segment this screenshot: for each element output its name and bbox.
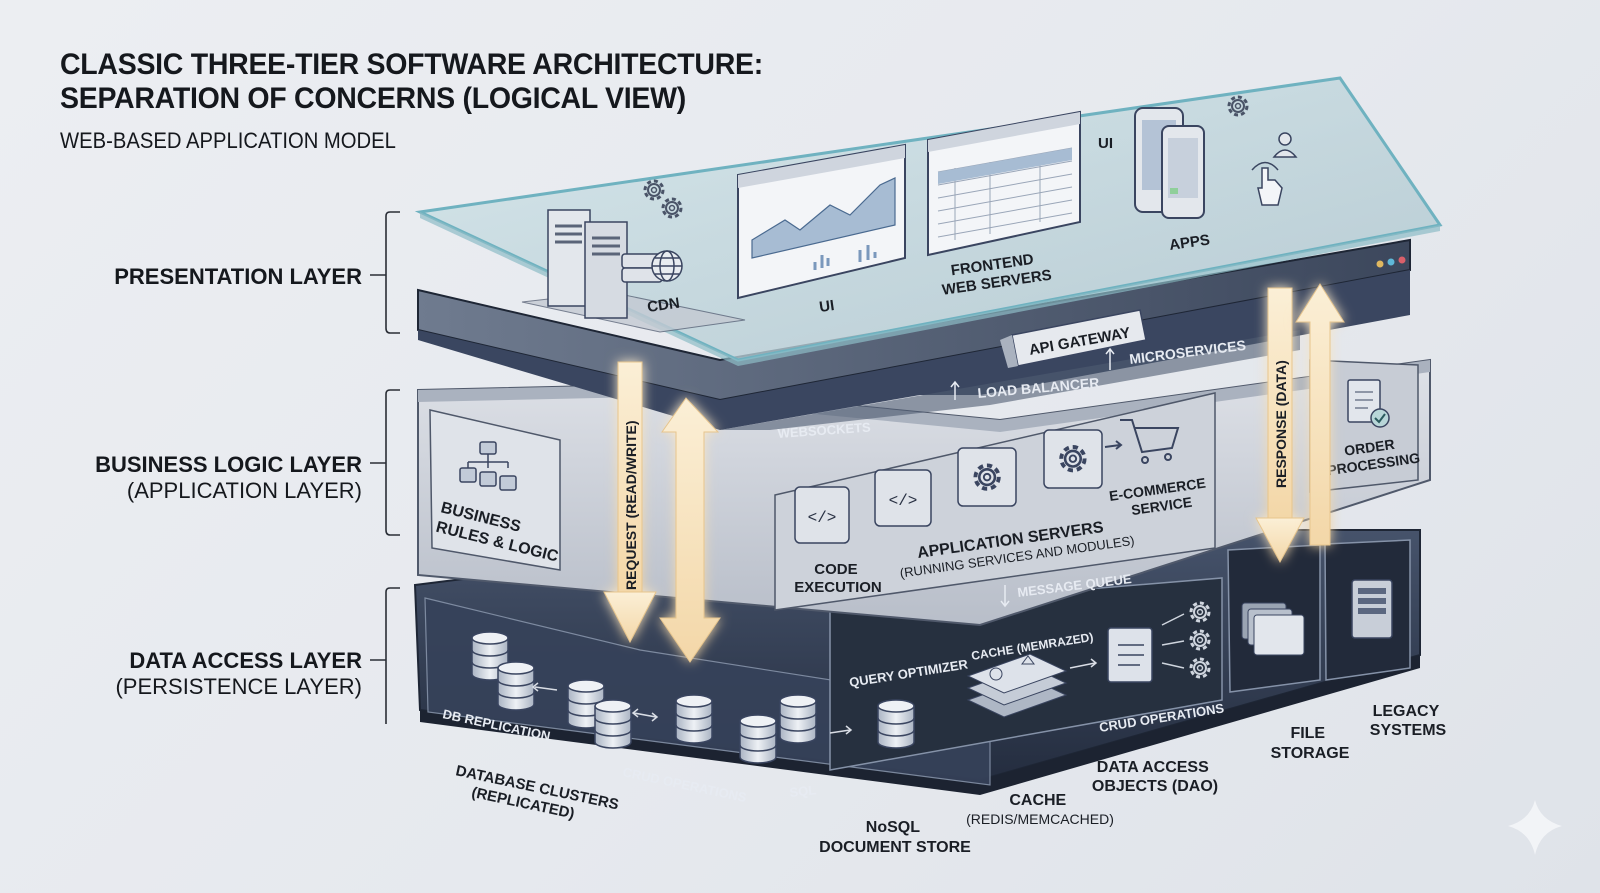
api-gateway-badge: API GATEWAY	[1000, 309, 1147, 368]
status-dot-blue	[1387, 258, 1395, 266]
dao-label: DATA ACCESS OBJECTS (DAO)	[1092, 759, 1218, 795]
replication-arrows	[531, 658, 1098, 735]
org-chart-icon	[459, 441, 517, 491]
service-gear-icon-2	[1043, 429, 1103, 489]
cache-layers-icon	[966, 653, 1068, 718]
cdn-label: CDN	[646, 295, 681, 316]
title-line-2: SEPARATION OF CONCERNS (LOGICAL VIEW)	[60, 82, 686, 115]
layer-name: DATA ACCESS LAYER	[129, 648, 362, 673]
ui-label: UI	[1098, 135, 1113, 152]
nosql-label: NoSQL DOCUMENT STORE	[819, 819, 971, 856]
code-execution-icon: </>	[794, 486, 850, 544]
load-balancer-arrow	[950, 347, 1115, 608]
layer-subtitle: (APPLICATION LAYER)	[126, 478, 362, 503]
presentation-base-slab	[417, 238, 1411, 430]
bracket-data	[370, 587, 400, 724]
bracket-presentation	[370, 211, 400, 334]
dao-gears-icon	[1161, 601, 1211, 679]
file-storage-icon	[1241, 602, 1305, 656]
layer-label-presentation: PRESENTATION LAYER	[62, 264, 362, 290]
apps-label: APPS	[1168, 231, 1211, 254]
file-storage-label: FILE STORAGE	[1271, 725, 1350, 762]
title-line-1: CLASSIC THREE-TIER SOFTWARE ARCHITECTURE…	[60, 48, 763, 81]
frontend-browser-window	[927, 110, 1081, 257]
layer-label-business: BUSINESS LOGIC LAYER (APPLICATION LAYER)	[62, 452, 362, 504]
request-return-arrow	[659, 397, 721, 663]
status-dot-yellow	[1376, 260, 1384, 268]
request-arrow	[603, 361, 657, 644]
globe-icon	[621, 250, 683, 283]
websockets-label: WEBSOCKETS	[777, 420, 871, 441]
svg-text:</>: </>	[808, 509, 837, 527]
response-label: RESPONSE (DATA)	[1273, 360, 1289, 488]
layer-name: PRESENTATION LAYER	[114, 264, 362, 289]
cache-label: CACHE (REDIS/MEMCACHED)	[966, 792, 1114, 827]
crud-operations-label-1: CRUD OPERATIONS	[621, 764, 748, 805]
layer-brackets	[370, 211, 400, 724]
cart-icon	[1104, 419, 1180, 464]
service-gear-icon-1	[957, 447, 1017, 507]
sparkle-icon	[1508, 800, 1562, 855]
database-clusters-label: DATABASE CLUSTERS (REPLICATED)	[450, 762, 624, 832]
request-label: REQUEST (READ/WRITE)	[623, 420, 639, 590]
response-return-arrow	[1295, 283, 1345, 546]
ui-browser-window	[737, 143, 906, 300]
dao-document-icon	[1107, 627, 1153, 683]
layer-label-data: DATA ACCESS LAYER (PERSISTENCE LAYER)	[62, 648, 362, 700]
svg-text:</>: </>	[889, 492, 918, 510]
sql-label: SQL	[789, 782, 817, 800]
layer-name: BUSINESS LOGIC LAYER	[95, 452, 362, 477]
status-dot-red	[1398, 256, 1406, 264]
ui-browser-label: UI	[818, 297, 835, 316]
pointer-hand-icon	[1251, 161, 1283, 206]
layer-subtitle: (PERSISTENCE LAYER)	[115, 674, 362, 699]
code-editor-icon: </>	[874, 469, 932, 527]
code-execution-label: CODE EXECUTION	[794, 561, 882, 596]
bracket-business	[370, 389, 400, 536]
response-arrow	[1255, 287, 1305, 564]
cdn-server-icon	[521, 209, 746, 333]
legacy-server-icon	[1351, 579, 1393, 639]
page-title: CLASSIC THREE-TIER SOFTWARE ARCHITECTURE…	[60, 48, 763, 116]
mobile-apps-icon	[1134, 107, 1205, 219]
order-document-icon	[1347, 379, 1390, 428]
user-icon	[1272, 132, 1298, 158]
page-subtitle: WEB-BASED APPLICATION MODEL	[60, 128, 396, 153]
legacy-systems-label: LEGACY SYSTEMS	[1370, 703, 1447, 739]
query-optimizer-db-icon	[877, 699, 915, 749]
